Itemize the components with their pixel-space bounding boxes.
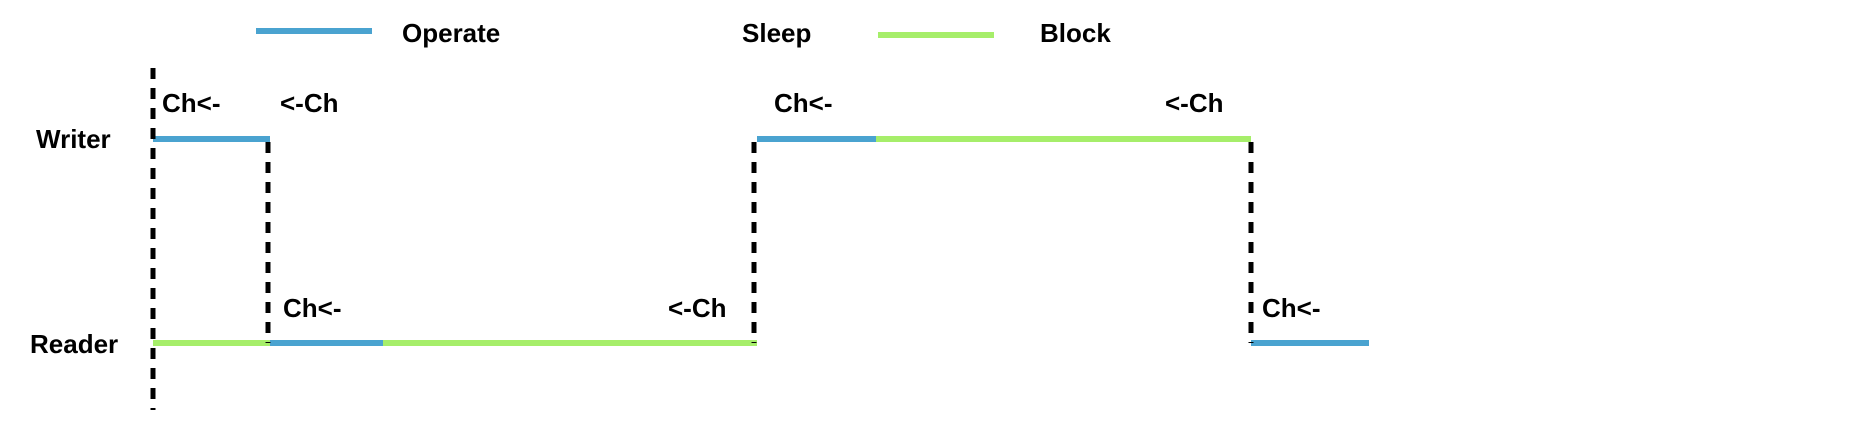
legend-sleep-label: Sleep	[742, 18, 811, 48]
writer-channel-receive-label: <-Ch	[1165, 88, 1224, 118]
reader-channel-receive-label: <-Ch	[668, 293, 727, 323]
writer-channel-send-label: Ch<-	[774, 88, 833, 118]
sync-dividers	[150, 68, 1254, 410]
legend-operate-label: Operate	[402, 18, 500, 48]
reader-channel-send-label: Ch<-	[1262, 293, 1321, 323]
writer-channel-receive-label: <-Ch	[280, 88, 339, 118]
legend: Operate Sleep Block	[256, 18, 1111, 48]
writer-channel-send-label: Ch<-	[162, 88, 221, 118]
legend-block-label: Block	[1040, 18, 1111, 48]
lane-label-writer: Writer	[36, 124, 111, 154]
reader-channel-send-label: Ch<-	[283, 293, 342, 323]
lane-label-reader: Reader	[30, 329, 118, 359]
